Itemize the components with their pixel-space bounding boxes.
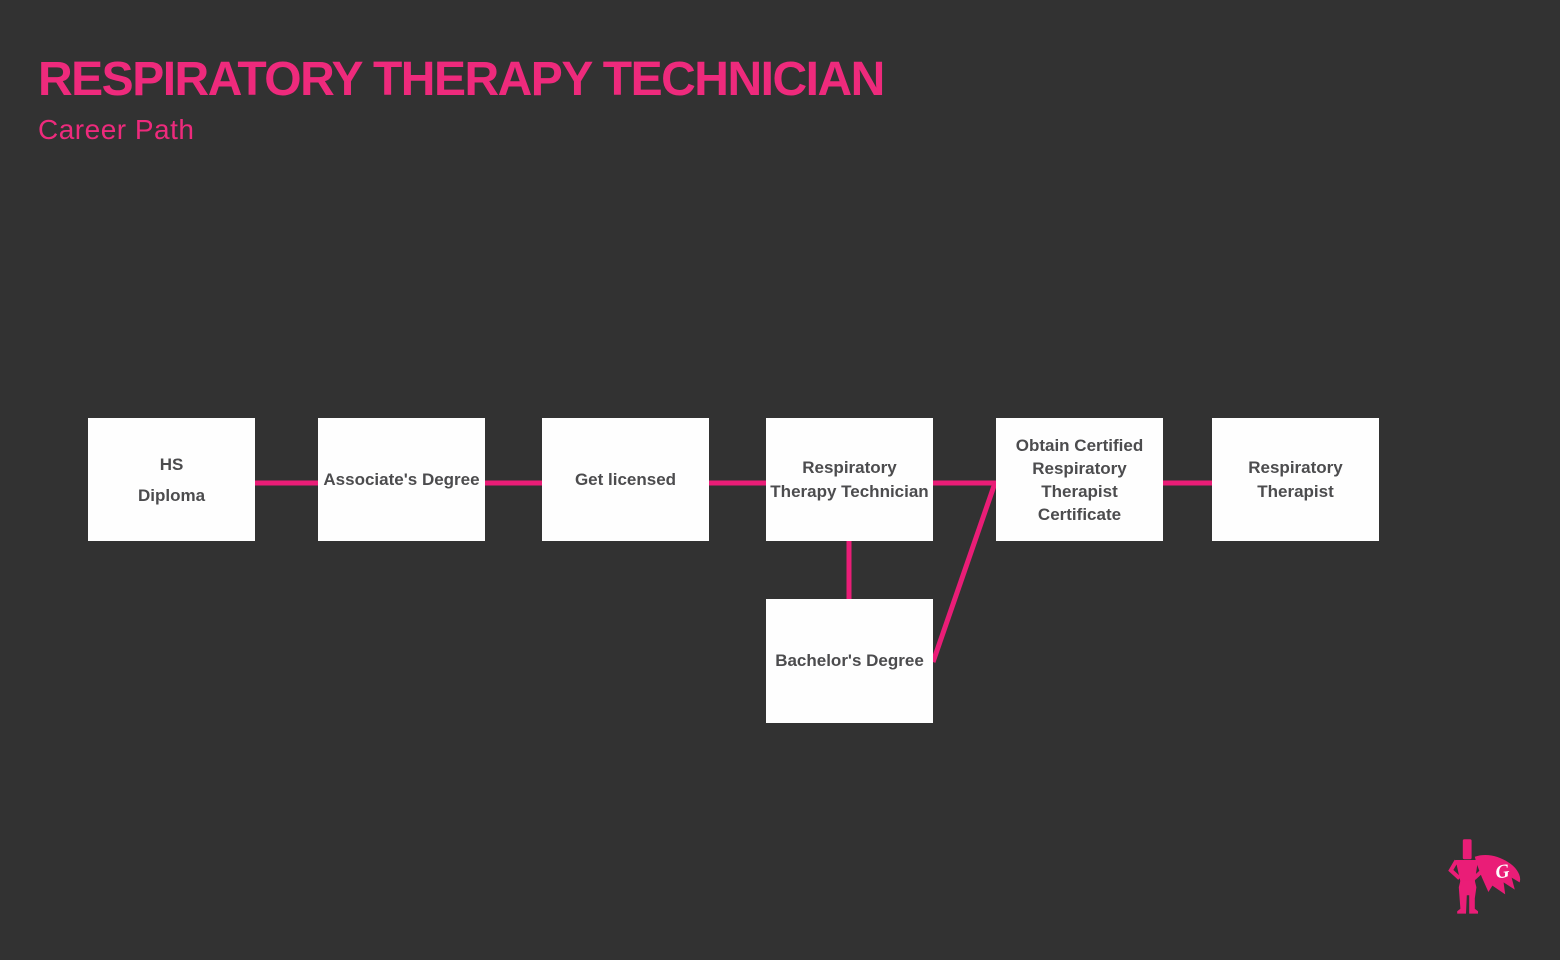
node-obtain-certified-respiratory-therapist-certificate: Obtain Certified Respiratory Therapist C… (996, 418, 1163, 541)
node-label-line: Diploma (137, 485, 206, 505)
page-title: RESPIRATORY THERAPY TECHNICIAN (38, 53, 885, 106)
node-label-line: Certificate (1037, 504, 1122, 524)
node-respiratory-therapy-technician: Respiratory Therapy Technician (766, 418, 933, 541)
node-label-line: Therapy Technician (770, 481, 929, 501)
node-label-line: Bachelor's Degree (775, 651, 924, 670)
node-label-line: Get licensed (574, 469, 677, 489)
connector-bachelors-degree-to-certificate (930, 482, 998, 663)
logo-letter: G (1494, 861, 1511, 884)
gladeo-superhero-logo: G (1446, 836, 1526, 916)
node-label-line: Obtain Certified (1015, 435, 1144, 455)
node-label-line: Therapist (1257, 481, 1334, 501)
node-bachelors-degree: Bachelor's Degree (766, 599, 933, 723)
node-hs-diploma: HS Diploma (88, 418, 255, 541)
node-label-line: Respiratory (1248, 457, 1343, 477)
page-subtitle: Career Path (38, 114, 195, 145)
header: RESPIRATORY THERAPY TECHNICIAN Career Pa… (38, 53, 885, 146)
node-label-line: Respiratory (802, 457, 897, 477)
superhero-icon: G (1448, 839, 1521, 914)
node-label-line: HS (159, 454, 184, 474)
node-associates-degree: Associate's Degree (318, 418, 485, 541)
node-label-line: Therapist (1041, 481, 1118, 501)
node-label-line: Respiratory (1032, 458, 1127, 478)
node-label-line: Associate's Degree (323, 469, 480, 489)
node-get-licensed: Get licensed (542, 418, 709, 541)
node-respiratory-therapist: Respiratory Therapist (1212, 418, 1379, 541)
